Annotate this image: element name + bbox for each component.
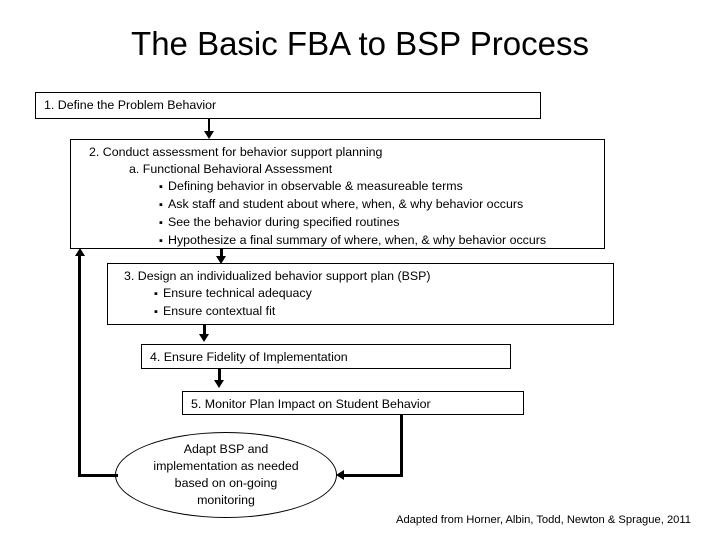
connector-step5-to-adapt-arrow: [336, 470, 344, 480]
connector-step1-to-step2-line: [208, 119, 210, 133]
step-3-bullet-1-text: Ensure technical adequacy: [163, 286, 312, 300]
connector-step3-to-step4-line: [203, 325, 206, 337]
step-2-subheading: a. Functional Behavioral Assessment: [129, 162, 333, 176]
connector-step2-to-step3-line: [220, 249, 223, 261]
process-step-5-box[interactable]: 5. Monitor Plan Impact on Student Behavi…: [182, 391, 524, 415]
adapt-bsp-line-1: Adapt BSP and: [183, 442, 269, 456]
connector-step5-to-adapt-vertical: [400, 415, 403, 477]
step-2-bullet-3: ▪ See the behavior during specified routi…: [79, 214, 604, 232]
step-3-bullet-2-text: Ensure contextual fit: [163, 304, 276, 318]
adapt-bsp-line-2: implementation as needed: [153, 459, 299, 473]
adapt-bsp-line-3: based on on-going: [174, 476, 278, 490]
step-3-bullet-2: ▪ Ensure contextual fit: [116, 303, 613, 321]
connector-step1-to-step2-arrow: [204, 131, 214, 139]
adapt-bsp-text-group: Adapt BSP and implementation as needed b…: [153, 441, 298, 509]
bullet-icon: ▪: [159, 181, 163, 193]
bullet-icon: ▪: [159, 217, 163, 229]
attribution-text: Adapted from Horner, Albin, Todd, Newton…: [396, 514, 691, 526]
feedback-connector-vertical: [78, 256, 81, 477]
step-2-heading: 2. Conduct assessment for behavior suppo…: [89, 145, 383, 159]
step-3-bullet-1: ▪ Ensure technical adequacy: [116, 285, 613, 303]
connector-step3-to-step4-arrow: [199, 334, 209, 342]
bullet-icon: ▪: [154, 288, 158, 300]
adapt-bsp-ellipse[interactable]: Adapt BSP and implementation as needed b…: [115, 432, 337, 518]
bullet-icon: ▪: [159, 235, 163, 247]
feedback-connector-horizontal: [78, 474, 118, 477]
step-2-bullet-3-text: See the behavior during specified routin…: [168, 215, 400, 229]
step-3-heading: 3. Design an individualized behavior sup…: [124, 269, 431, 283]
step-2-bullet-2: ▪ Ask staff and student about where, when…: [79, 196, 604, 214]
step-2-bullet-4: ▪ Hypothesize a final summary of where, w…: [79, 232, 604, 250]
connector-step4-to-step5-line: [218, 369, 221, 383]
step-2-bullet-2-text: Ask staff and student about where, when,…: [168, 197, 524, 211]
connector-step5-to-adapt-horizontal: [344, 474, 402, 477]
process-step-3-box[interactable]: 3. Design an individualized behavior sup…: [107, 263, 614, 325]
process-step-4-box[interactable]: 4. Ensure Fidelity of Implementation: [141, 344, 511, 369]
step-5-label: 5. Monitor Plan Impact on Student Behavi…: [191, 397, 431, 411]
connector-step2-to-step3-arrow: [216, 256, 226, 264]
connector-step4-to-step5-arrow: [214, 380, 224, 388]
step-2-bullet-1: ▪ Defining behavior in observable & measu…: [79, 178, 604, 196]
bullet-icon: ▪: [159, 199, 163, 211]
bullet-icon: ▪: [154, 306, 158, 318]
step-1-label: 1. Define the Problem Behavior: [44, 98, 217, 112]
step-4-label: 4. Ensure Fidelity of Implementation: [150, 350, 348, 364]
page-title: The Basic FBA to BSP Process: [131, 25, 589, 62]
feedback-connector-arrow: [75, 248, 85, 256]
step-2-bullet-1-text: Defining behavior in observable & measur…: [168, 179, 463, 193]
process-step-2-box[interactable]: 2. Conduct assessment for behavior suppo…: [70, 139, 605, 249]
process-step-1-box[interactable]: 1. Define the Problem Behavior: [35, 92, 541, 119]
step-2-bullet-4-text: Hypothesize a final summary of where, wh…: [168, 233, 547, 247]
adapt-bsp-line-4: monitoring: [197, 493, 255, 507]
